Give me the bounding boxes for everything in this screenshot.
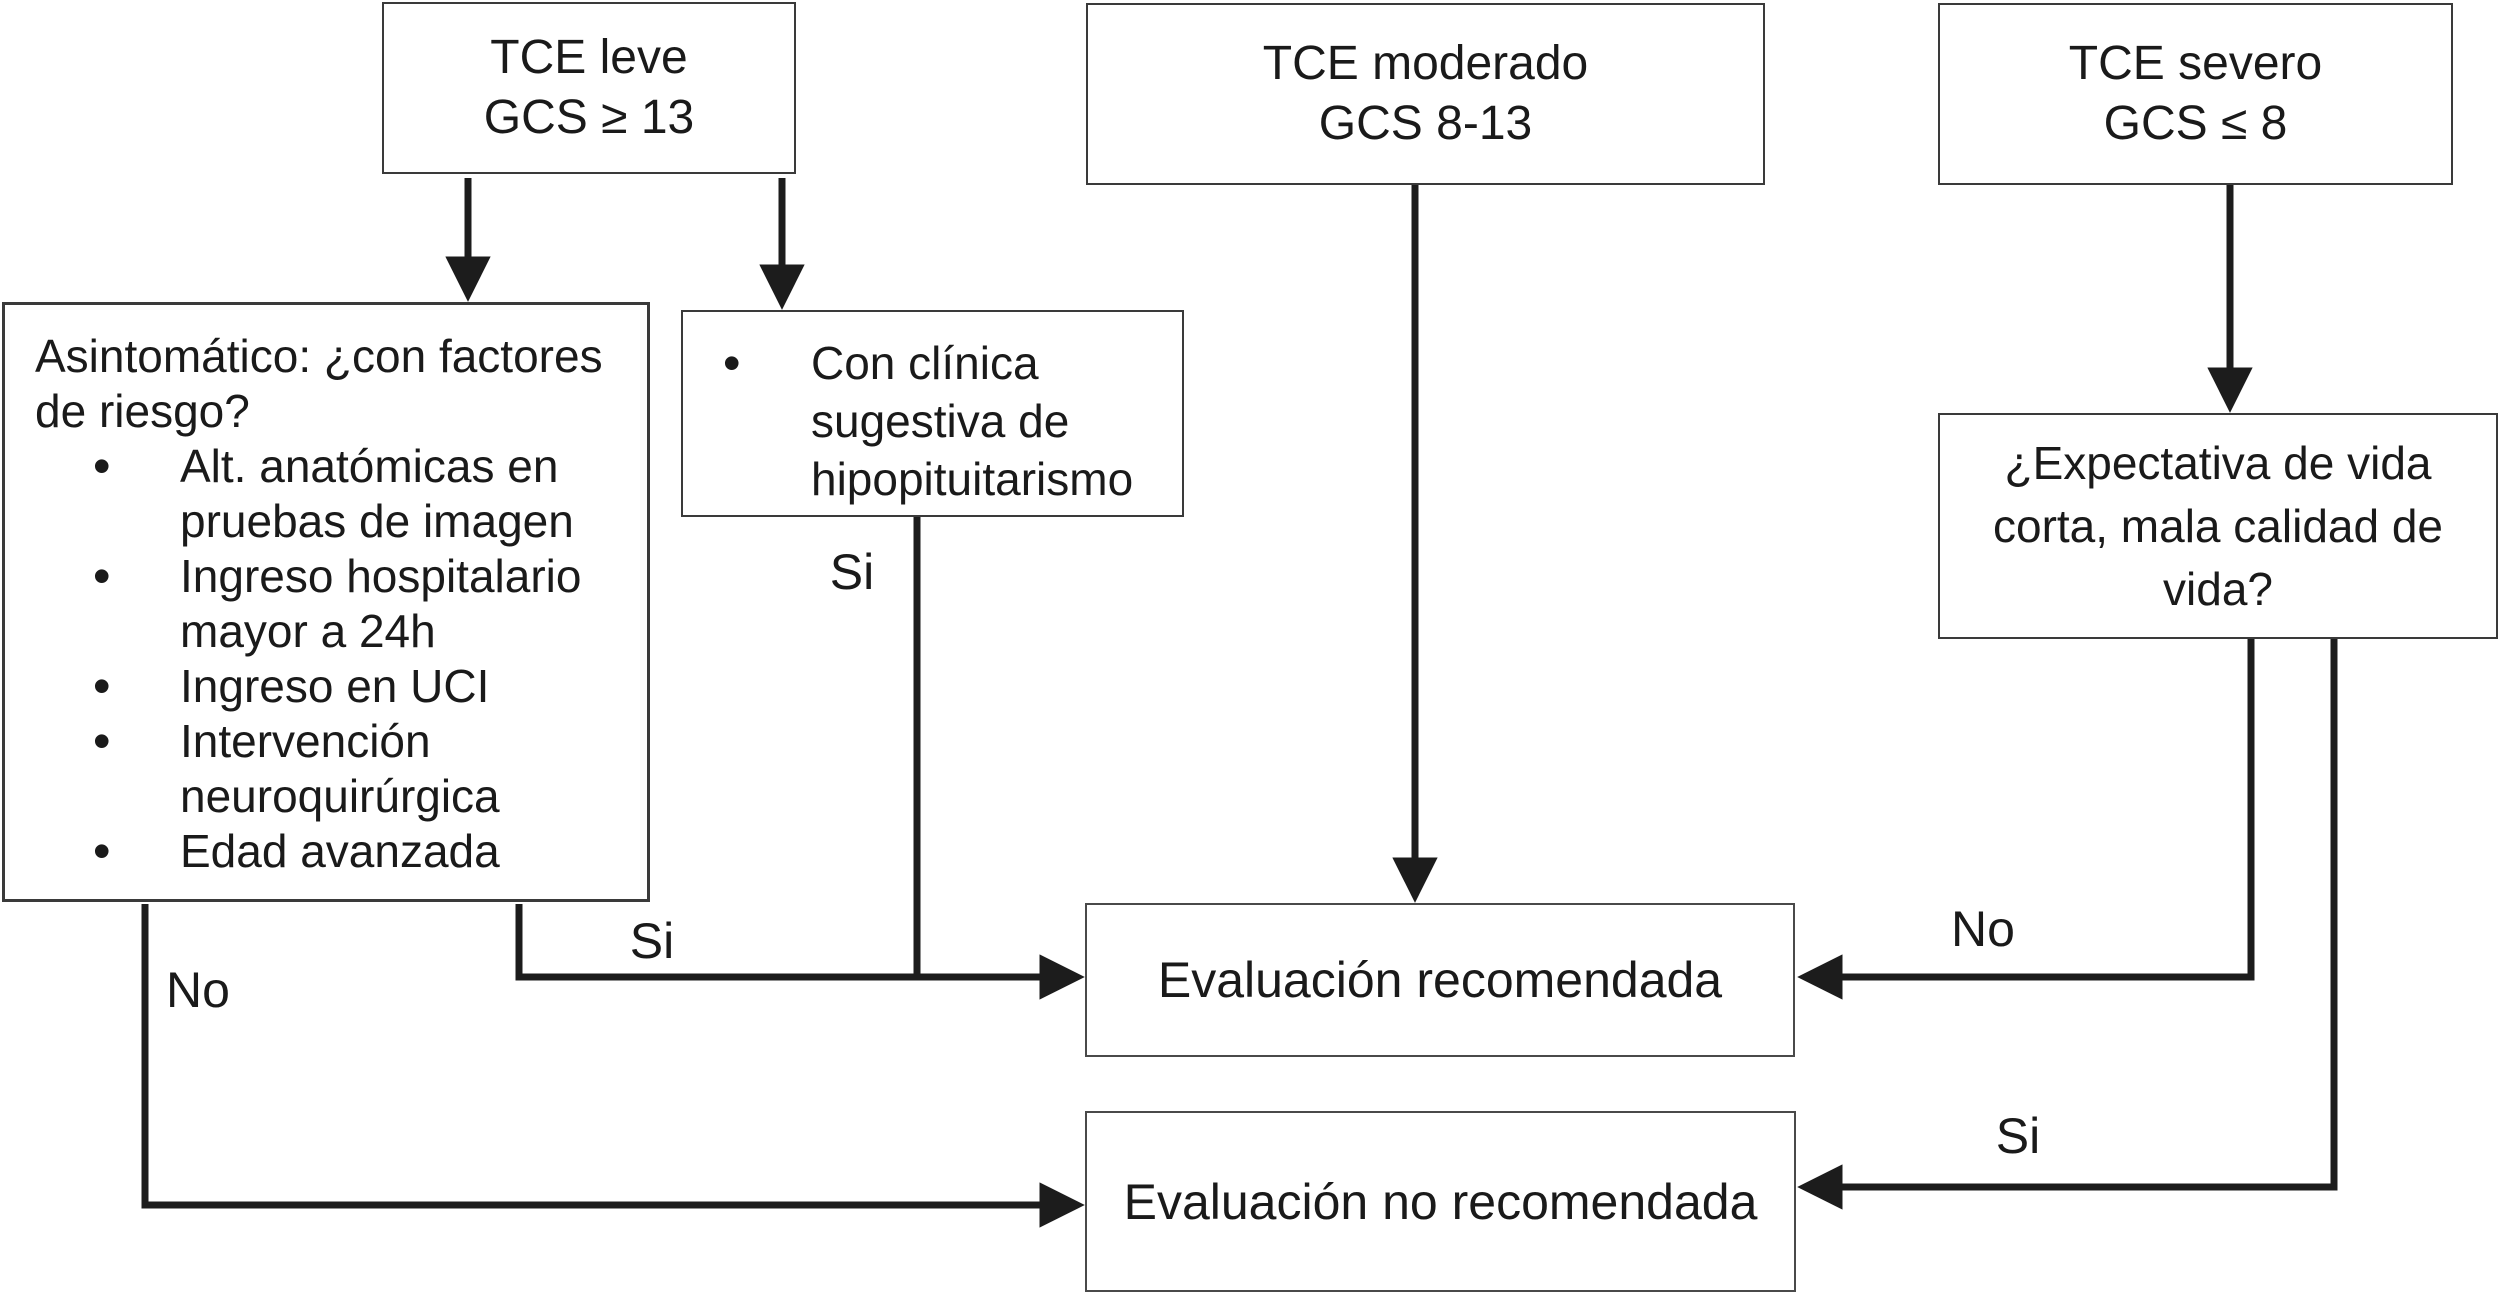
list-item: • Edad avanzada [35, 824, 631, 879]
list-item-text: Edad avanzada [180, 825, 500, 877]
node-tce-leve: TCE leve GCS ≥ 13 [382, 2, 796, 174]
node-tce-moderado: TCE moderado GCS 8-13 [1086, 3, 1765, 185]
list-item-text: Ingreso en UCI [180, 660, 490, 712]
node-eval-no-recomendada: Evaluación no recomendada [1085, 1111, 1796, 1292]
edge-label-expectativa-no: No [1951, 901, 2015, 957]
node-expectativa-text: ¿Expectativa de vida corta, mala calidad… [1992, 436, 2444, 615]
bullet-icon: • [93, 658, 111, 714]
edge-label-asintomatico-si: Si [629, 913, 675, 969]
node-eval-recomendada: Evaluación recomendada [1085, 903, 1795, 1057]
bullet-icon: • [93, 823, 111, 879]
edge-expectativa-no-to-eval-recomendada [1797, 639, 2255, 1000]
bullet-icon: • [93, 713, 111, 769]
node-eval-no-recomendada-text: Evaluación no recomendada [1123, 1173, 1758, 1230]
node-expectativa: ¿Expectativa de vida corta, mala calidad… [1938, 413, 2498, 639]
edge-label-con-clinica-si: Si [829, 544, 875, 600]
edge-asintomatico-no-to-eval-no-recomendada [141, 904, 1085, 1228]
list-item-text: Intervención neuroquirúrgica [180, 715, 500, 822]
node-asintomatico: Asintomático: ¿con factores de riesgo? •… [2, 302, 650, 902]
node-tce-moderado-line2: GCS 8-13 [1318, 97, 1533, 150]
node-tce-severo-line2: GCS ≤ 8 [2103, 97, 2288, 150]
risk-factor-list: • Alt. anatómicas en pruebas de imagen •… [35, 439, 631, 879]
list-item: • Alt. anatómicas en pruebas de imagen [35, 439, 631, 549]
edge-expectativa-si-to-eval-no-recomendada [1797, 639, 2338, 1210]
list-item-text: Con clínica sugestiva de hipopituitarism… [811, 337, 1134, 505]
node-tce-leve-line1: TCE leve [490, 31, 688, 84]
node-tce-moderado-line1: TCE moderado [1262, 37, 1589, 90]
list-item-text: Alt. anatómicas en pruebas de imagen [180, 440, 574, 547]
list-item: • Ingreso en UCI [35, 659, 631, 714]
bullet-icon: • [723, 335, 741, 391]
list-item: • Con clínica sugestiva de hipopituitari… [719, 334, 1172, 508]
con-clinica-list: • Con clínica sugestiva de hipopituitari… [719, 334, 1172, 508]
node-con-clinica: • Con clínica sugestiva de hipopituitari… [681, 310, 1184, 517]
node-asintomatico-title: Asintomático: ¿con factores de riesgo? [35, 330, 603, 437]
edge-asintomatico-si-to-eval-recomendada [515, 904, 1085, 1000]
node-eval-recomendada-text: Evaluación recomendada [1157, 952, 1723, 1008]
bullet-icon: • [93, 438, 111, 494]
bullet-icon: • [93, 548, 111, 604]
node-tce-severo: TCE severo GCS ≤ 8 [1938, 3, 2453, 185]
node-tce-leve-line2: GCS ≥ 13 [483, 91, 695, 144]
list-item-text: Ingreso hospitalario mayor a 24h [180, 550, 582, 657]
node-tce-severo-line1: TCE severo [2068, 37, 2323, 90]
edge-label-expectativa-si: Si [1995, 1108, 2041, 1164]
list-item: • Intervención neuroquirúrgica [35, 714, 631, 824]
edge-label-asintomatico-no: No [166, 962, 230, 1018]
list-item: • Ingreso hospitalario mayor a 24h [35, 549, 631, 659]
